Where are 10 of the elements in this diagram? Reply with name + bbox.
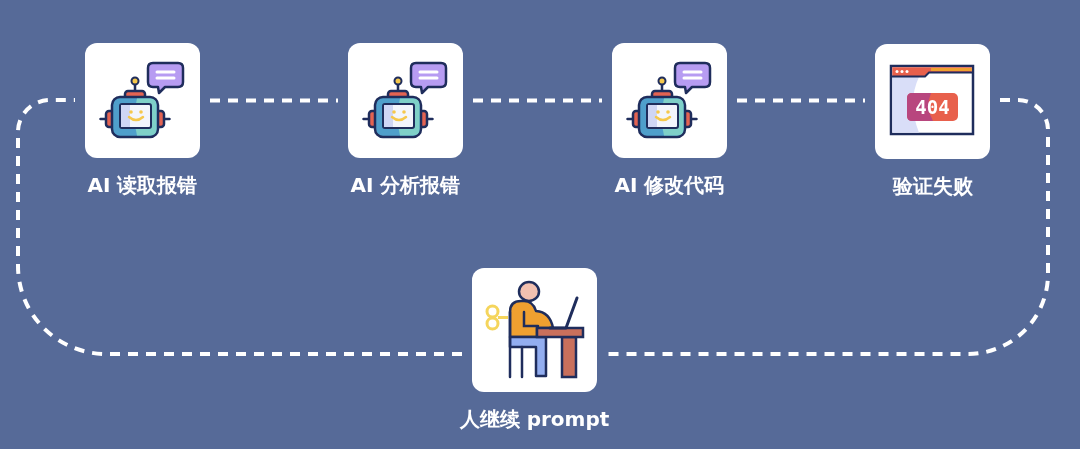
dashed-connector [210, 98, 338, 103]
error-code: 404 [914, 95, 951, 120]
step-label: 验证失败 [892, 173, 973, 199]
step-label: AI 修改代码 [614, 172, 725, 198]
dashed-connector [473, 98, 602, 103]
step-label: 人继续 prompt [459, 406, 610, 432]
step-label: AI 读取报错 [87, 172, 198, 198]
dashed-connector [16, 98, 462, 356]
step-label: AI 分析报错 [350, 172, 461, 198]
dashed-connector [737, 98, 865, 103]
